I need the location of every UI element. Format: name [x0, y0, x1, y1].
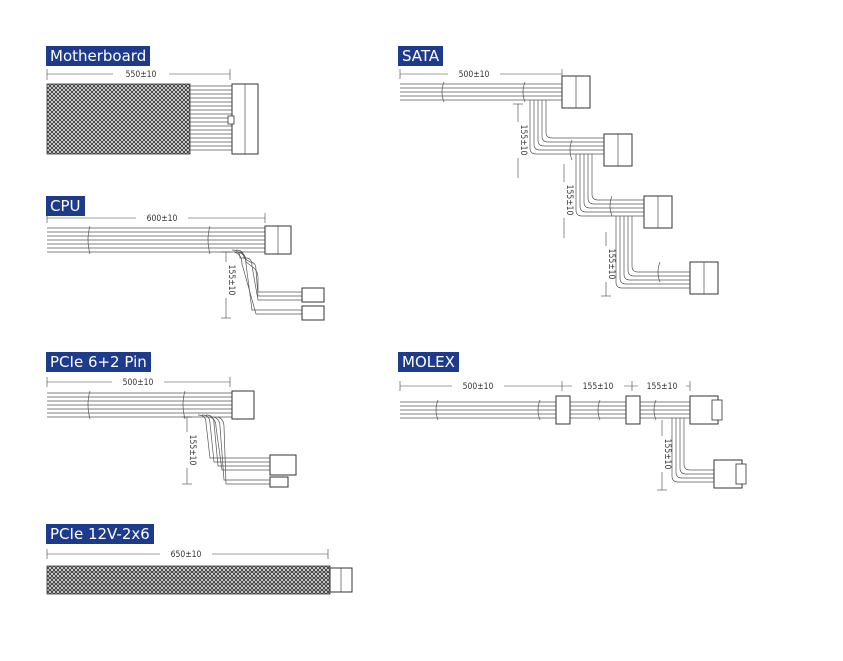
sata-wires — [400, 81, 690, 289]
cpu-dimension: 600±10 — [46, 213, 266, 224]
cpu-wires — [47, 225, 302, 315]
pcie-cable: 500±10 155±10 — [46, 377, 297, 488]
sata-title: SATA — [398, 46, 444, 66]
cpu-branch-dimension: 155±10 — [221, 251, 236, 319]
pcie-6pin-connector-b — [269, 454, 297, 476]
molex-inline-connector-2 — [625, 395, 641, 425]
motherboard-dimension: 550±10 — [46, 69, 231, 80]
molex-wires — [400, 399, 714, 483]
cpu-4pin-connector-a — [301, 287, 325, 303]
pcie-dim-label: 500±10 — [123, 378, 154, 388]
pcie-2pin-connector — [269, 476, 289, 488]
molex-branch-dimension: 155±10 — [657, 420, 672, 491]
pcie12v-dim-label: 650±10 — [171, 550, 202, 560]
pcie-branch-dim-label: 155±10 — [187, 435, 197, 466]
molex-inline-connector-1 — [555, 395, 571, 425]
molex-seg2-dim-label: 155±10 — [647, 382, 678, 392]
motherboard-sleeve — [46, 83, 191, 155]
molex-title: MOLEX — [398, 352, 459, 372]
motherboard-cable: 550±10 — [46, 69, 259, 155]
cpu-branch-dim-label: 155±10 — [226, 265, 236, 296]
sata-branch1-dim-label: 155±10 — [518, 125, 528, 156]
sata-dimension: 500±10 — [399, 69, 563, 80]
molex-seg1-dim-label: 155±10 — [583, 382, 614, 392]
pcie-branch-dimension: 155±10 — [182, 416, 197, 485]
cpu-cable: 600±10 155±10 — [46, 213, 325, 321]
pcie12v-cable: 650±10 — [46, 549, 353, 595]
pcie-title: PCIe 6+2 Pin — [46, 352, 151, 372]
pcie12v-sleeve — [46, 565, 331, 595]
motherboard-title: Motherboard — [46, 46, 151, 66]
sata-cable: 500±10 — [399, 69, 719, 297]
pcie-wires — [47, 390, 270, 485]
molex-dimensions: 500±10 155±10 155±10 — [399, 381, 691, 392]
cpu-title: CPU — [46, 196, 85, 216]
cpu-dim-label: 600±10 — [147, 214, 178, 224]
pcie-dimension: 500±10 — [46, 377, 231, 388]
pcie12v-wires — [47, 571, 330, 591]
pcie12v-title: PCIe 12V-2x6 — [46, 524, 154, 544]
sata-dim-label: 500±10 — [459, 70, 490, 80]
pcie12v-dimension: 650±10 — [46, 549, 329, 560]
motherboard-wires — [190, 85, 232, 151]
sata-branch2-dim-label: 155±10 — [564, 185, 574, 216]
motherboard-dim-label: 550±10 — [126, 70, 157, 80]
pcie-6pin-connector — [231, 390, 255, 420]
molex-cable: 500±10 155±10 155±10 155±10 — [399, 381, 747, 491]
sata-branch-dimensions: 155±10 155±10 155±10 — [513, 103, 616, 297]
molex-branch-dim-label: 155±10 — [662, 439, 672, 470]
sata-branch3-dim-label: 155±10 — [606, 249, 616, 280]
cpu-4pin-connector-b — [301, 305, 325, 321]
molex-dim-label: 500±10 — [463, 382, 494, 392]
